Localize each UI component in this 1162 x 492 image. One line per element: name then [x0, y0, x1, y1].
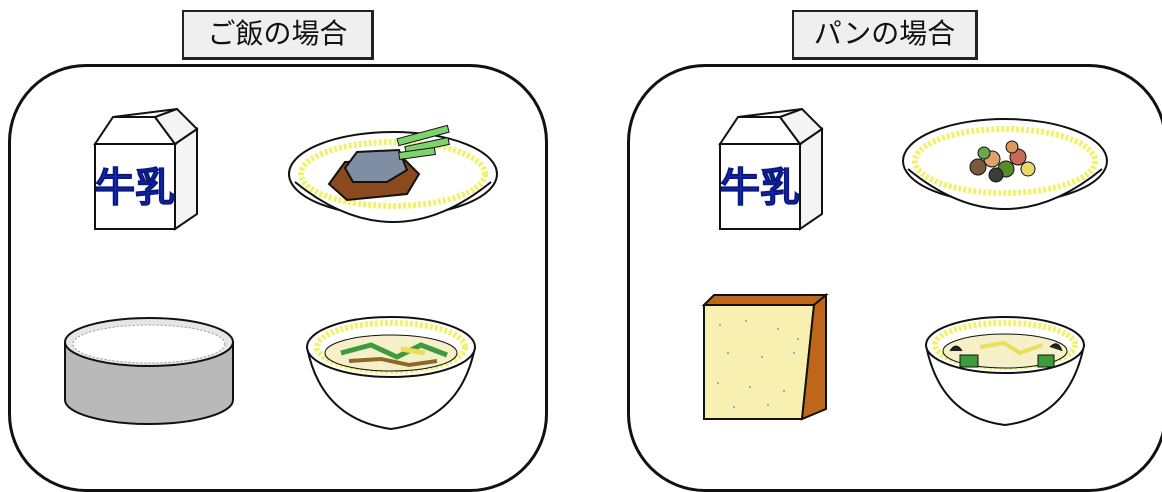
- soup-bowl-icon: [920, 299, 1090, 434]
- milk-carton-icon: 牛乳: [85, 107, 205, 234]
- rice-bowl-icon: [59, 312, 239, 432]
- section-title-rice: ご飯の場合: [182, 10, 374, 60]
- miso-soup-bowl-icon: [301, 299, 481, 439]
- bread-slice-icon: [698, 292, 838, 425]
- meal-panel-bread: 牛乳: [627, 64, 1162, 492]
- meal-panel-rice: 牛乳: [8, 64, 548, 492]
- bean-salad-plate-icon: [900, 109, 1110, 229]
- section-title-bread: パンの場合: [792, 10, 978, 60]
- milk-label: 牛乳: [720, 165, 800, 211]
- milk-carton-icon: 牛乳: [710, 107, 830, 234]
- grilled-fish-plate-icon: [287, 122, 499, 242]
- milk-label: 牛乳: [95, 165, 175, 211]
